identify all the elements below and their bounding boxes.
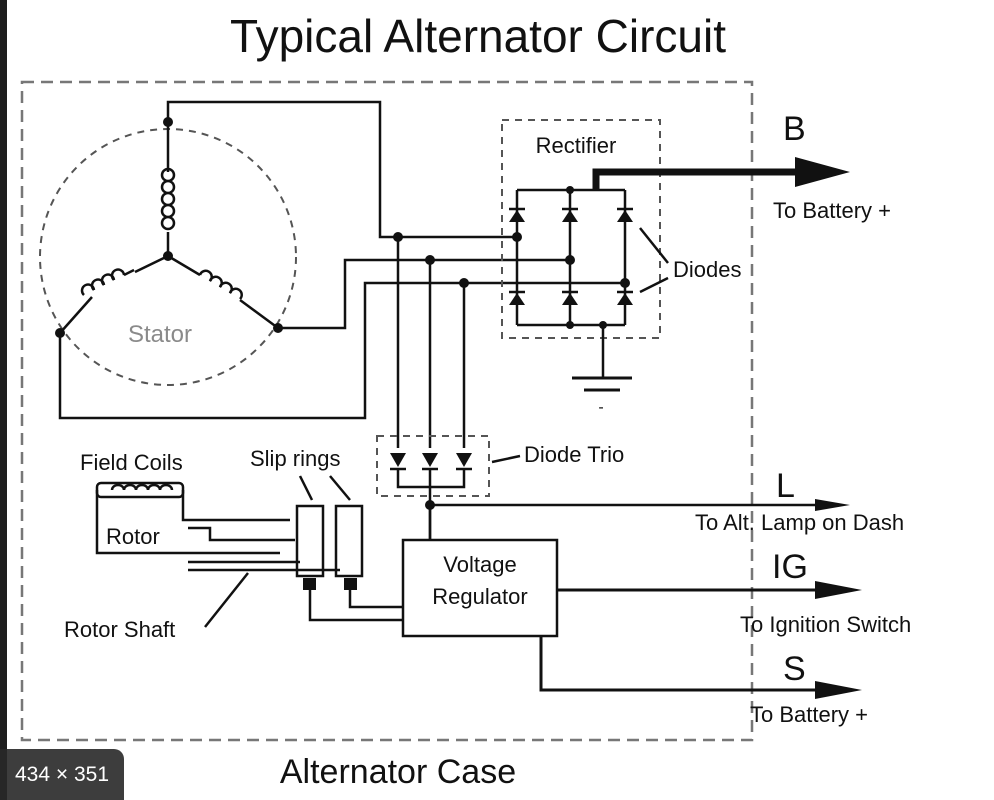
terminal-b-desc: To Battery +: [773, 198, 891, 223]
terminal-l-arrow: [430, 499, 850, 511]
rotor-label: Rotor: [106, 524, 160, 549]
diodes-label: Diodes: [673, 257, 741, 282]
diode-trio-feeds: [396, 237, 466, 448]
terminal-s-label: S: [783, 650, 806, 688]
diode-trio-outline: [376, 435, 490, 497]
alternator-case-outline: [20, 80, 754, 742]
stator-windings: [55, 117, 283, 338]
terminal-ig-arrow: [557, 581, 862, 599]
stator-label: Stator: [128, 321, 192, 348]
rectifier-bridge: [509, 186, 633, 329]
diode-trio-label: Diode Trio: [524, 442, 624, 467]
window-edge: [0, 0, 7, 800]
rotor-shaft: [188, 560, 340, 572]
terminal-b-arrow: [592, 157, 850, 190]
terminal-b-label: B: [783, 110, 806, 148]
rectifier-label: Rectifier: [536, 133, 617, 158]
image-size-badge: 434 × 351: [0, 749, 124, 800]
ground-mark: -: [598, 399, 603, 416]
slip-rings-label: Slip rings: [250, 446, 340, 471]
voltage-regulator-label-line1: Voltage: [443, 552, 516, 577]
rectifier-outline: [501, 119, 661, 339]
rotor-shaft-pointer: [204, 572, 249, 628]
voltage-regulator-box: [401, 538, 559, 638]
terminal-l-label: L: [776, 467, 795, 505]
ground-symbol: -: [572, 325, 632, 416]
rotor-shaft-label: Rotor Shaft: [64, 617, 175, 642]
terminal-s-arrow: [539, 636, 862, 699]
diagram-title: Typical Alternator Circuit: [230, 10, 726, 62]
terminal-ig-label: IG: [772, 548, 808, 586]
voltage-regulator-label-line2: Regulator: [432, 584, 527, 609]
terminal-ig-desc: To Ignition Switch: [740, 612, 911, 637]
terminal-l-desc: To Alt. Lamp on Dash: [695, 510, 904, 535]
field-coils-label: Field Coils: [80, 450, 183, 475]
rotor-lead: [188, 526, 295, 542]
diodes-pointer-lower: [639, 276, 669, 294]
diodes-pointer-upper: [639, 227, 669, 264]
alternator-case-label: Alternator Case: [280, 753, 516, 791]
slip-rings: [295, 475, 403, 622]
field-coils: [95, 481, 290, 555]
diode-trio-pointer: [491, 454, 521, 464]
terminal-s-desc: To Battery +: [750, 702, 868, 727]
